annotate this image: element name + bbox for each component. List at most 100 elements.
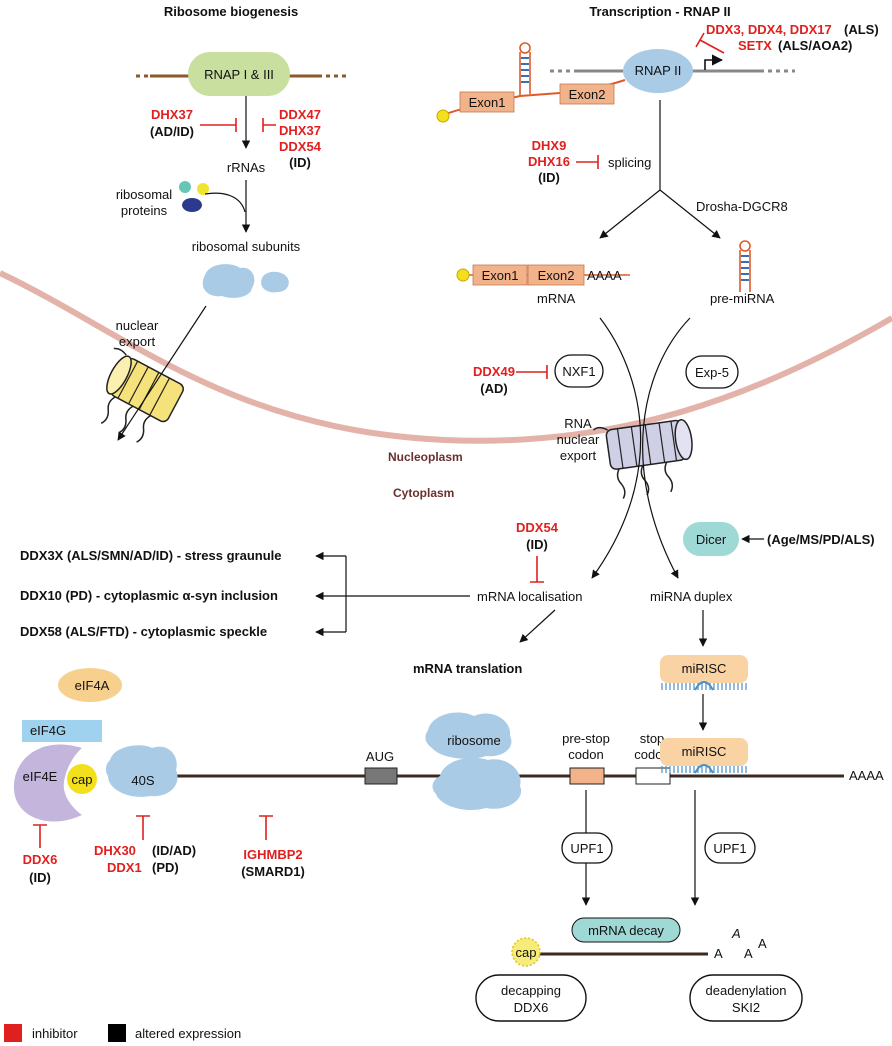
nucleoplasm-label: Nucleoplasm (388, 450, 463, 464)
ddx49-disease: (AD) (480, 381, 507, 396)
a-letter-1: A (714, 946, 723, 961)
transcription-direction-arrow (704, 54, 724, 70)
ddx6-inhibition (33, 824, 47, 848)
eif4a-node (58, 668, 122, 702)
exp5-node (685, 355, 739, 389)
ddx1: DDX1 (107, 860, 142, 875)
40s-node (105, 745, 178, 797)
dhx37-right: DHX37 (279, 123, 321, 138)
ddx49: DDX49 (473, 364, 515, 379)
ddx54-cyto-disease: (ID) (526, 537, 548, 552)
translation-polya: AAAA (849, 768, 884, 783)
ddx3-disease: (ALS) (844, 22, 879, 37)
prestop-label-1: pre-stop (562, 731, 610, 746)
ribosome-biogenesis-title: Ribosome biogenesis (164, 4, 298, 19)
top-inhibition (695, 32, 725, 54)
deadenylation-label-2: SKI2 (732, 1000, 760, 1015)
premirna-label: pre-miRNA (710, 291, 775, 306)
setx: SETX (738, 38, 772, 53)
dhx30-disease: (ID/AD) (152, 843, 196, 858)
nuclear-export-label-2: export (119, 334, 156, 349)
prestop-box (569, 767, 605, 785)
exp5-label: Exp-5 (695, 365, 729, 380)
ribosomal-proteins-label-1: ribosomal (116, 187, 172, 202)
exon1-box (459, 91, 515, 113)
dhx30-inhibition (136, 815, 150, 840)
rnap2-node (623, 49, 693, 93)
splicing-label: splicing (608, 155, 651, 170)
splicing-disease: (ID) (538, 170, 560, 185)
ddx3-ddx4-ddx17: DDX3, DDX4, DDX17 (706, 22, 832, 37)
localisation-bracket (315, 551, 470, 637)
mirisc-2-label: miRISC (682, 744, 727, 759)
decapping-label-2: DDX6 (514, 1000, 549, 1015)
mirna-export-path (642, 317, 691, 579)
mrna-cap (456, 268, 470, 282)
exon2-label: Exon2 (569, 87, 606, 102)
aug-label: AUG (366, 749, 394, 764)
aug-box (364, 767, 398, 785)
mrna-exon1-label: Exon1 (482, 268, 519, 283)
mrna-export-path (591, 317, 642, 579)
legend-inhibitor-swatch (4, 1024, 22, 1042)
eif4g-label: eIF4G (30, 723, 66, 738)
decapping-node (475, 974, 587, 1022)
dhx16: DHX16 (528, 154, 570, 169)
ddx3x-item: DDX3X (ALS/SMN/AD/ID) - stress graunule (20, 548, 282, 563)
rna-export-label-3: export (560, 448, 597, 463)
cap-node (67, 764, 97, 794)
ddx58-item: DDX58 (ALS/FTD) - cytoplasmic speckle (20, 624, 267, 639)
decapping-label-1: decapping (501, 983, 561, 998)
exon1-label: Exon1 (469, 95, 506, 110)
a-letter-2: A (731, 926, 741, 941)
ddx54-inhibition (530, 556, 544, 583)
dhx37-left: DHX37 (151, 107, 193, 122)
deadenylation-node (689, 974, 803, 1022)
ddx47-right: DDX47 (279, 107, 321, 122)
a-letter-3: A (744, 946, 753, 961)
mrna-decay-node (571, 917, 681, 943)
setx-disease: (ALS/AOA2) (778, 38, 852, 53)
ribosome-label: ribosome (447, 733, 500, 748)
nuclear-membrane (0, 270, 892, 444)
a-letter-4: A (758, 936, 767, 951)
decay-cap-node (511, 937, 541, 967)
mrna-exon1-box (472, 264, 528, 286)
mrna-exon2-box (527, 264, 585, 286)
mrna-decay-label: mRNA decay (588, 923, 664, 938)
decay-cap-label: cap (516, 945, 537, 960)
subunits-export-arrow (117, 305, 207, 441)
rnap13-node (188, 52, 290, 96)
nuclear-pore-right-icon (592, 418, 693, 499)
deadenylation-label-1: deadenylation (706, 983, 787, 998)
eif4g-node (22, 720, 102, 742)
ribosomal-subunits-icon (202, 264, 289, 298)
prestop-label-2: codon (568, 747, 603, 762)
legend-altered-swatch (108, 1024, 126, 1042)
ddx6-disease: (ID) (29, 870, 51, 885)
branch-to-premirna-arrow (659, 189, 721, 239)
dhx30: DHX30 (94, 843, 136, 858)
ddx54-right: DDX54 (279, 139, 322, 154)
branch-to-mrna-arrow (599, 189, 661, 239)
ighmbp2-disease: (SMARD1) (241, 864, 305, 879)
dicer-label: Dicer (696, 532, 727, 547)
rnap2-label: RNAP II (635, 63, 682, 78)
dicer-disease: (Age/MS/PD/ALS) (767, 532, 875, 547)
ighmbp2-inhibition (259, 815, 273, 840)
mirisc-1-icon (660, 655, 748, 691)
nuclear-export-label-1: nuclear (116, 318, 159, 333)
pre-mirna-hairpin-top-icon (519, 42, 531, 96)
rnap13-label: RNAP I & III (204, 67, 274, 82)
ddx54-cyto: DDX54 (516, 520, 559, 535)
upf1-left-label: UPF1 (570, 841, 603, 856)
transcription-title: Transcription - RNAP II (589, 4, 730, 19)
cap-label: cap (72, 772, 93, 787)
eif4e-node (13, 744, 82, 822)
rna-export-label-1: RNA (564, 416, 592, 431)
ddx10-item: DDX10 (PD) - cytoplasmic α-syn inclusion (20, 588, 278, 603)
proteins-join-arrow (204, 192, 246, 213)
ighmbp2: IGHMBP2 (243, 847, 302, 862)
nxf1-label: NXF1 (562, 364, 595, 379)
